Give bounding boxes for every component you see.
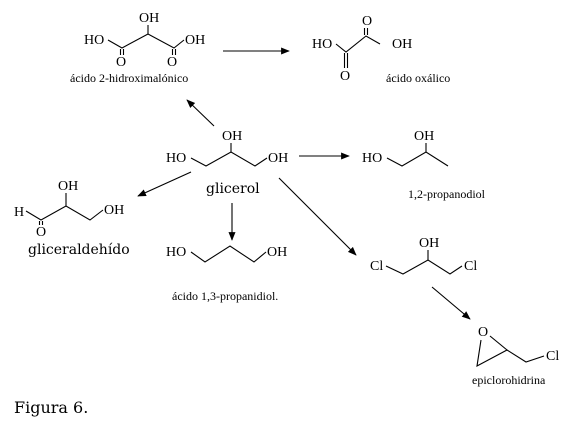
atom-o: O <box>340 69 350 84</box>
bond <box>38 221 44 225</box>
atom-ho: HO <box>84 33 104 48</box>
bond <box>25 205 104 221</box>
reaction-arrow <box>137 171 192 197</box>
atom-o: O <box>116 55 126 70</box>
atom-cl: Cl <box>370 259 383 274</box>
figure-caption: Figura 6. <box>14 398 89 417</box>
atom-ho: HO <box>362 151 382 166</box>
atom-cl: Cl <box>546 349 559 364</box>
atom-oh: OH <box>414 129 434 144</box>
reaction-arrow <box>431 286 471 320</box>
oxalic-acid-structure: HO OH O O ácido oxálico <box>312 14 450 85</box>
bond <box>335 35 381 53</box>
propanediol-12-structure: HO OH 1,2-propanodiol <box>362 129 486 201</box>
dichlorohydrin-structure: Cl OH Cl <box>370 236 477 275</box>
bond <box>119 49 125 55</box>
atom-cl: Cl <box>464 259 477 274</box>
bond <box>343 53 349 68</box>
atom-ho: HO <box>312 37 332 52</box>
atom-ho: HO <box>166 151 186 166</box>
atom-o: O <box>362 14 372 29</box>
molecule-name: ácido oxálico <box>386 71 450 85</box>
bond <box>190 151 268 167</box>
atom-oh: OH <box>185 33 205 48</box>
bond <box>107 33 185 49</box>
bond <box>386 151 449 167</box>
molecule-name: 1,2-propanodiol <box>408 187 486 201</box>
glycerol-structure: HO OH OH glicerol <box>166 129 288 197</box>
propanediol-13-structure: HO OH ácido 1,3-propanidiol. <box>166 245 287 303</box>
atom-ho: HO <box>166 245 186 260</box>
atom-oh: OH <box>139 11 159 26</box>
atom-oh: OH <box>58 179 78 194</box>
atom-oh: OH <box>222 129 242 144</box>
atom-o: O <box>167 55 177 70</box>
atom-oh: OH <box>267 245 287 260</box>
bond <box>363 28 369 35</box>
reaction-arrow <box>278 177 357 256</box>
atom-oh: OH <box>419 236 439 251</box>
bond <box>171 49 177 55</box>
bond <box>385 259 463 275</box>
molecule-name: epiclorohidrina <box>472 373 546 387</box>
bond <box>476 335 508 368</box>
molecule-name: ácido 2-hidroximalónico <box>70 71 188 85</box>
atom-oh: OH <box>104 203 124 218</box>
bond <box>506 349 545 363</box>
molecule-name: glicerol <box>206 181 260 197</box>
atom-oh: OH <box>268 151 288 166</box>
epichlorohydrin-structure: O Cl epiclorohidrina <box>472 325 559 387</box>
atom-o: O <box>478 325 488 340</box>
glyceraldehyde-structure: H O OH OH gliceraldehído <box>14 179 130 258</box>
atom-h: H <box>14 205 24 220</box>
molecule-name: gliceraldehído <box>28 242 130 258</box>
atom-oh: OH <box>392 37 412 52</box>
bond <box>190 245 267 263</box>
atom-o: O <box>36 225 46 240</box>
reaction-arrow <box>186 99 215 127</box>
molecule-name: ácido 1,3-propanidiol. <box>172 289 278 303</box>
hydroxymalonic-acid-structure: HO OH OH O O ácido 2-hidroximalónico <box>70 11 205 85</box>
